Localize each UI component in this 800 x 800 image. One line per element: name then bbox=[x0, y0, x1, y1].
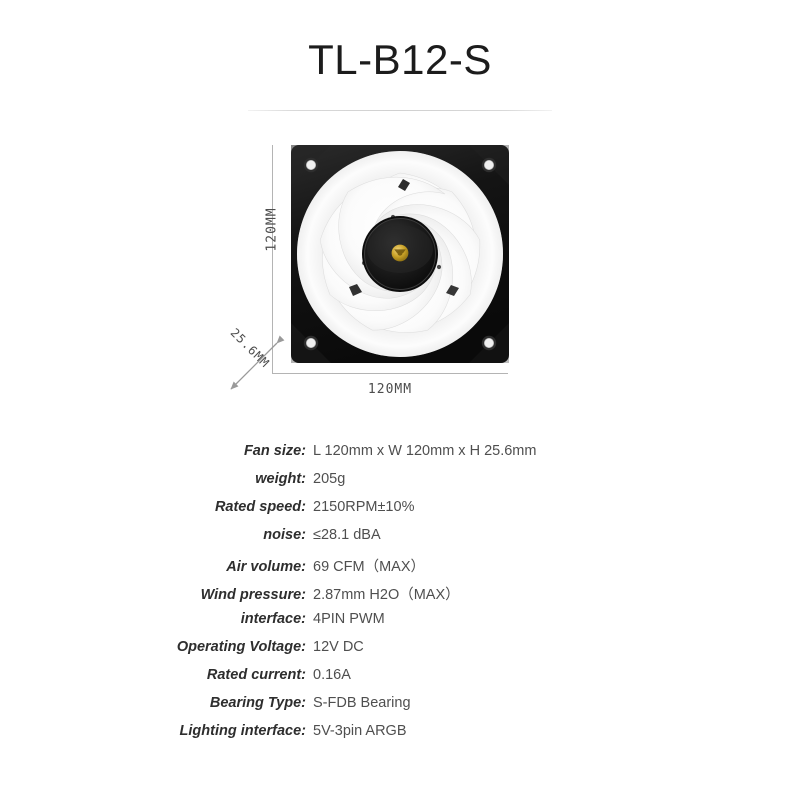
width-dimension-line bbox=[272, 373, 508, 374]
spec-value: L 120mm x W 120mm x H 25.6mm bbox=[313, 443, 537, 459]
table-row: Operating Voltage: 12V DC bbox=[0, 639, 800, 667]
spec-label: Fan size: bbox=[243, 443, 306, 459]
fan-technical-drawing: 120MM 120MM 25.6MM bbox=[215, 130, 555, 420]
table-row: Rated speed: 2150RPM±10% bbox=[0, 499, 800, 527]
spec-value: 205g bbox=[313, 471, 346, 487]
specification-table: Fan size: L 120mm x W 120mm x H 25.6mm w… bbox=[0, 443, 800, 751]
spec-value: 69 CFM（MAX） bbox=[313, 559, 425, 575]
spec-label: Bearing Type: bbox=[209, 695, 306, 711]
spec-value: 2.87mm H2O（MAX） bbox=[313, 587, 460, 603]
table-row: Lighting interface: 5V-3pin ARGB bbox=[0, 723, 800, 751]
spec-value: S-FDB Bearing bbox=[313, 695, 411, 711]
title-divider bbox=[248, 110, 552, 111]
height-dimension-label: 120MM bbox=[264, 207, 280, 252]
height-dimension-line bbox=[272, 145, 273, 374]
spec-label: Wind pressure: bbox=[200, 587, 306, 603]
table-row: interface: 4PIN PWM bbox=[0, 611, 800, 639]
spec-label: Lighting interface: bbox=[179, 723, 306, 739]
page-title: TL-B12-S bbox=[308, 36, 492, 83]
spec-label: interface: bbox=[240, 611, 306, 627]
table-row: Fan size: L 120mm x W 120mm x H 25.6mm bbox=[0, 443, 800, 471]
table-row: noise: ≤28.1 dBA bbox=[0, 527, 800, 555]
fan-hub bbox=[362, 216, 438, 292]
table-row: weight: 205g bbox=[0, 471, 800, 499]
spec-value: 5V-3pin ARGB bbox=[313, 723, 407, 739]
spec-value: ≤28.1 dBA bbox=[313, 527, 381, 543]
depth-dimension-line-icon bbox=[230, 335, 285, 390]
table-row: Bearing Type: S-FDB Bearing bbox=[0, 695, 800, 723]
table-row: Wind pressure: 2.87mm H2O（MAX） bbox=[0, 583, 800, 611]
width-dimension-label: 120MM bbox=[367, 382, 413, 397]
depth-dimension-group: 25.6MM bbox=[223, 326, 285, 397]
fan-illustration bbox=[291, 145, 509, 363]
spec-label: Operating Voltage: bbox=[176, 639, 306, 655]
spec-value: 12V DC bbox=[313, 639, 364, 655]
spec-value: 2150RPM±10% bbox=[313, 499, 415, 515]
spec-label: Rated current: bbox=[206, 667, 306, 683]
spec-label: noise: bbox=[263, 527, 306, 543]
mounting-screw-holes bbox=[303, 157, 497, 351]
spec-label: Air volume: bbox=[226, 559, 306, 575]
spec-value: 0.16A bbox=[313, 667, 351, 683]
table-row: Rated current: 0.16A bbox=[0, 667, 800, 695]
spec-label: weight: bbox=[255, 471, 306, 487]
spec-label: Rated speed: bbox=[214, 499, 306, 515]
table-row: Air volume: 69 CFM（MAX） bbox=[0, 555, 800, 583]
spec-value: 4PIN PWM bbox=[313, 611, 385, 627]
brand-logo-icon bbox=[391, 244, 409, 262]
